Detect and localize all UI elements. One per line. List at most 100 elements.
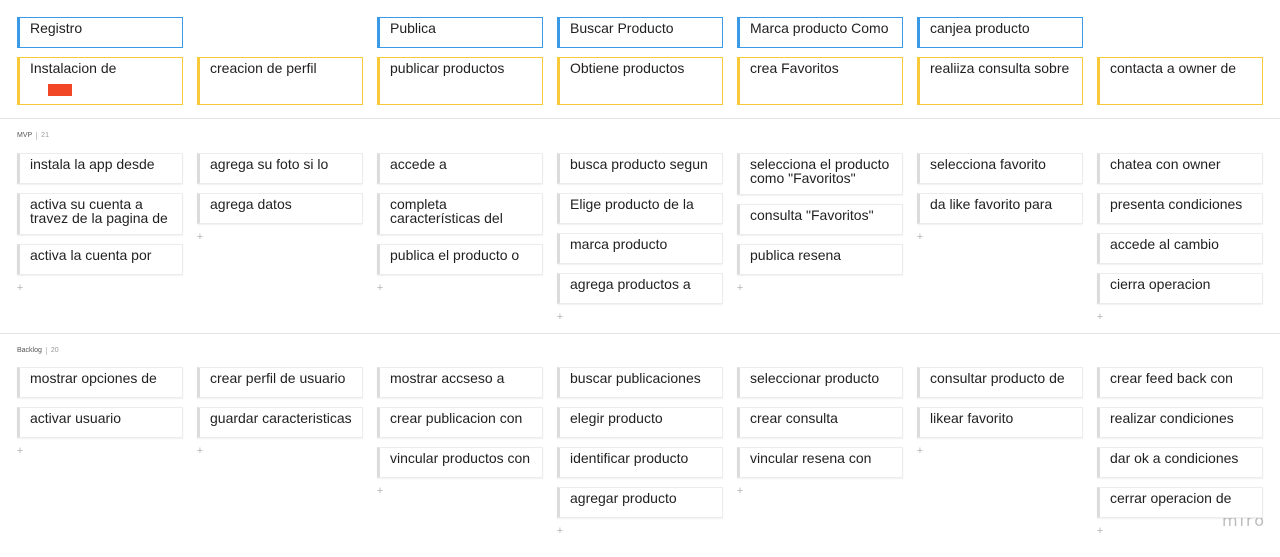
red-label-tag [48, 84, 72, 96]
activity-card[interactable]: Publica [377, 17, 543, 48]
story-card[interactable]: presenta condiciones [1097, 193, 1263, 224]
story-card[interactable]: instala la app desde [17, 153, 183, 184]
step-card[interactable]: Instalacion de [17, 57, 183, 105]
card-text: activa la cuenta por [30, 247, 152, 263]
card-text: publica el producto o [390, 247, 520, 263]
story-card[interactable]: vincular resena con [737, 447, 903, 478]
story-card[interactable]: crear perfil de usuario [197, 367, 363, 398]
plus-icon[interactable]: + [736, 282, 744, 294]
story-card[interactable]: consulta "Favoritos" [737, 204, 903, 235]
card-text: cerrar operacion de [1110, 490, 1232, 506]
activity-card[interactable]: Marca producto Como [737, 17, 903, 48]
card-text: cierra operacion [1110, 276, 1211, 292]
plus-icon[interactable]: + [916, 445, 924, 457]
card-text: crear consulta [750, 410, 838, 426]
card-text: activa su cuenta a travez de la pagina d… [30, 196, 168, 226]
story-card[interactable]: mostrar accseso a [377, 367, 543, 398]
plus-icon[interactable]: + [916, 231, 924, 243]
plus-icon[interactable]: + [16, 282, 24, 294]
lane-count: 20 [50, 347, 59, 354]
story-card[interactable]: activa la cuenta por [17, 244, 183, 275]
card-text: completa características del [390, 196, 503, 226]
plus-icon[interactable]: + [376, 282, 384, 294]
lane-name: MVP [17, 132, 33, 139]
story-card[interactable]: busca producto segun [557, 153, 723, 184]
plus-icon[interactable]: + [376, 485, 384, 497]
card-text: vincular productos con [390, 450, 531, 466]
story-card[interactable]: agrega productos a [557, 273, 723, 304]
story-card[interactable]: mostrar opciones de [17, 367, 183, 398]
plus-icon[interactable]: + [16, 445, 24, 457]
story-card[interactable]: Elige producto de la [557, 193, 723, 224]
step-card[interactable]: crea Favoritos [737, 57, 903, 105]
story-card[interactable]: realizar condiciones [1097, 407, 1263, 438]
card-text: canjea producto [930, 20, 1030, 36]
card-text: elegir producto [570, 410, 663, 426]
plus-icon[interactable]: + [736, 485, 744, 497]
story-card[interactable]: selecciona favorito [917, 153, 1083, 184]
card-text: identificar producto [570, 450, 689, 466]
story-card[interactable]: activar usuario [17, 407, 183, 438]
card-text: selecciona el producto como "Favoritos" [750, 156, 890, 186]
card-text: publica resena [750, 247, 842, 263]
card-text: realizar condiciones [1110, 410, 1234, 426]
story-card[interactable]: cierra operacion [1097, 273, 1263, 304]
card-text: crear feed back con [1110, 370, 1233, 386]
card-text: accede al cambio [1110, 236, 1219, 252]
card-text: mostrar accseso a [390, 370, 505, 386]
story-card[interactable]: crear publicacion con [377, 407, 543, 438]
story-card[interactable]: vincular productos con [377, 447, 543, 478]
activity-card[interactable]: Registro [17, 17, 183, 48]
story-card[interactable]: accede al cambio [1097, 233, 1263, 264]
story-card[interactable]: selecciona el producto como "Favoritos" [737, 153, 903, 195]
activity-card[interactable]: Buscar Producto [557, 17, 723, 48]
story-card[interactable]: consultar producto de [917, 367, 1083, 398]
card-text: crear perfil de usuario [210, 370, 346, 386]
story-card[interactable]: agrega datos [197, 193, 363, 224]
story-card[interactable]: agregar producto [557, 487, 723, 518]
card-text: Marca producto Como [750, 20, 889, 36]
card-text: Instalacion de [30, 60, 117, 76]
story-card[interactable]: agrega su foto si lo [197, 153, 363, 184]
card-text: da like favorito para [930, 196, 1053, 212]
step-card[interactable]: contacta a owner de [1097, 57, 1263, 105]
story-card[interactable]: publica el producto o [377, 244, 543, 275]
story-card[interactable]: crear feed back con [1097, 367, 1263, 398]
lane-label-mvp[interactable]: MVP 21 [17, 132, 49, 140]
lane-label-backlog[interactable]: Backlog 20 [17, 347, 59, 355]
step-card[interactable]: creacion de perfil [197, 57, 363, 105]
step-card[interactable]: Obtiene productos [557, 57, 723, 105]
story-card[interactable]: elegir producto [557, 407, 723, 438]
card-text: crea Favoritos [750, 60, 839, 76]
story-card[interactable]: likear favorito [917, 407, 1083, 438]
lane-count: 21 [41, 132, 49, 139]
card-text: presenta condiciones [1110, 196, 1243, 212]
divider-mid [0, 333, 1280, 334]
story-card[interactable]: identificar producto [557, 447, 723, 478]
story-card[interactable]: completa características del [377, 193, 543, 235]
story-card[interactable]: cerrar operacion de [1097, 487, 1263, 518]
story-card[interactable]: da like favorito para [917, 193, 1083, 224]
activity-card[interactable]: canjea producto [917, 17, 1083, 48]
story-card[interactable]: activa su cuenta a travez de la pagina d… [17, 193, 183, 235]
plus-icon[interactable]: + [556, 311, 564, 323]
story-card[interactable]: dar ok a condiciones [1097, 447, 1263, 478]
story-card[interactable]: publica resena [737, 244, 903, 275]
story-card[interactable]: chatea con owner [1097, 153, 1263, 184]
story-card[interactable]: crear consulta [737, 407, 903, 438]
story-card[interactable]: seleccionar producto [737, 367, 903, 398]
story-card[interactable]: buscar publicaciones [557, 367, 723, 398]
plus-icon[interactable]: + [556, 525, 564, 537]
story-card[interactable]: marca producto [557, 233, 723, 264]
plus-icon[interactable]: + [1096, 311, 1104, 323]
story-card[interactable]: accede a [377, 153, 543, 184]
step-card[interactable]: publicar productos [377, 57, 543, 105]
plus-icon[interactable]: + [196, 231, 204, 243]
story-card[interactable]: guardar caracteristicas [197, 407, 363, 438]
plus-icon[interactable]: + [196, 445, 204, 457]
card-text: Registro [30, 20, 83, 36]
plus-icon[interactable]: + [1096, 525, 1104, 537]
card-text: agrega su foto si lo [210, 156, 329, 172]
step-card[interactable]: realiiza consulta sobre [917, 57, 1083, 105]
divider-top [0, 118, 1280, 119]
